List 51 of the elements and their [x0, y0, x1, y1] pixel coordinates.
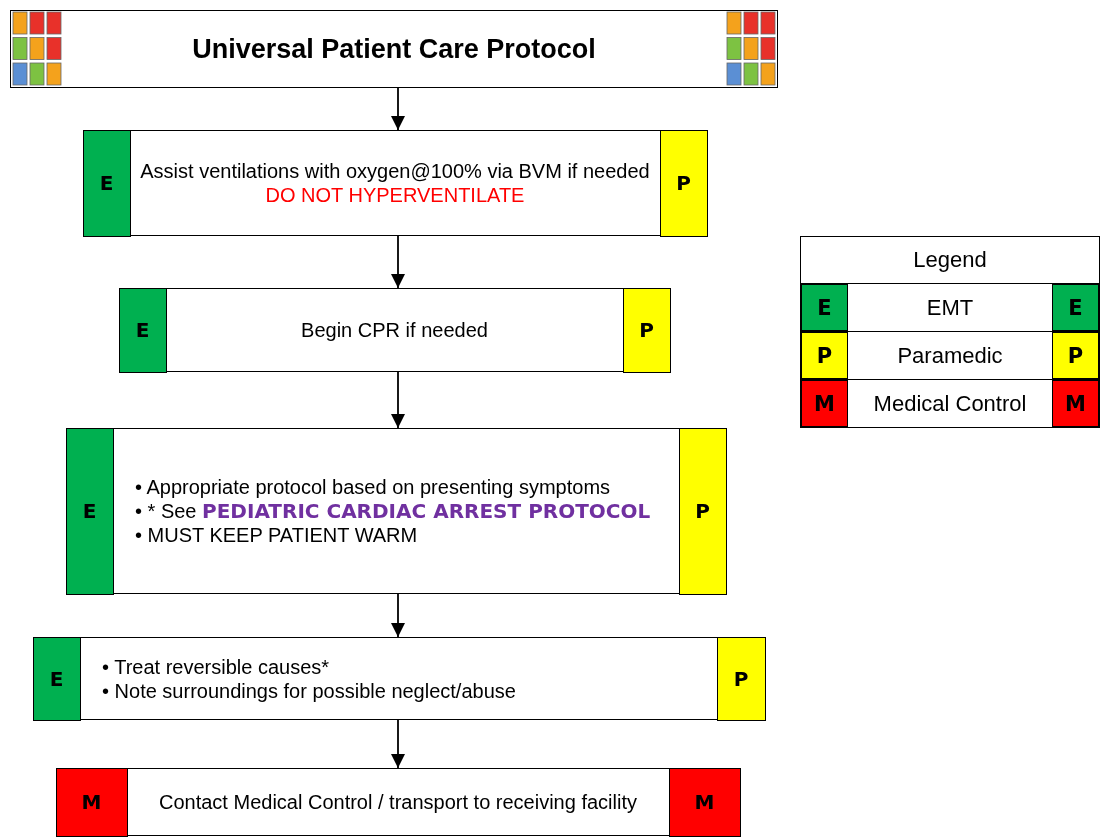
role-marker	[659, 129, 708, 237]
role-marker	[678, 427, 727, 595]
role-letter: M	[1065, 391, 1086, 416]
title-text: Universal Patient Care Protocol	[192, 32, 596, 66]
role-marker	[55, 767, 128, 837]
role-marker	[118, 287, 167, 373]
legend-text: Paramedic	[897, 342, 1003, 369]
role-letter: P	[639, 318, 654, 342]
role-letter: E	[817, 295, 832, 320]
role-letter: E	[99, 171, 114, 195]
role-marker	[65, 427, 114, 595]
legend-text: Medical Control	[873, 390, 1027, 417]
step-box	[66, 428, 726, 594]
step-text: Assist ventilations with oxygen@100% via BVM if needed	[140, 159, 650, 183]
warning-text: DO NOT HYPERVENTILATE	[265, 183, 525, 207]
bullet-item: • * See PEDIATRIC CARDIAC ARREST PROTOCOL	[135, 499, 652, 523]
step-box	[119, 288, 670, 372]
role-letter: M	[694, 790, 715, 814]
bullet-item: • Note surroundings for possible neglect/abuse	[102, 678, 517, 703]
arrow	[390, 87, 406, 131]
role-letter: E	[135, 318, 150, 342]
arrow	[390, 593, 406, 638]
step-box	[83, 130, 707, 236]
bullet-item: • Appropriate protocol based on presenting symptoms	[135, 475, 612, 499]
role-letter: P	[1067, 343, 1084, 368]
step-text: Contact Medical Control / transport to receiving facility	[159, 790, 637, 814]
role-letter: P	[695, 499, 710, 523]
role-letter: M	[814, 391, 835, 416]
role-letter: P	[816, 343, 833, 368]
step-text: Begin CPR if needed	[301, 318, 488, 342]
legend-text: EMT	[926, 294, 974, 321]
legend-title: Legend	[913, 247, 987, 273]
role-marker	[716, 636, 766, 721]
role-letter: E	[49, 666, 64, 691]
role-marker	[668, 767, 741, 837]
arrow	[390, 235, 406, 289]
arrow	[390, 371, 406, 429]
step-box	[33, 637, 765, 720]
role-letter: M	[81, 790, 102, 814]
arrow	[390, 719, 406, 769]
step-box	[56, 768, 740, 836]
role-marker	[622, 287, 671, 373]
role-letter: E	[1068, 295, 1083, 320]
bullet-item: • Treat reversible causes*	[102, 654, 331, 679]
bullet-item: • MUST KEEP PATIENT WARM	[135, 523, 419, 547]
role-letter: P	[676, 171, 691, 195]
role-marker	[32, 636, 81, 721]
role-letter: E	[82, 499, 97, 523]
title-box	[10, 10, 778, 88]
role-marker	[82, 129, 131, 237]
role-letter: P	[733, 666, 749, 691]
